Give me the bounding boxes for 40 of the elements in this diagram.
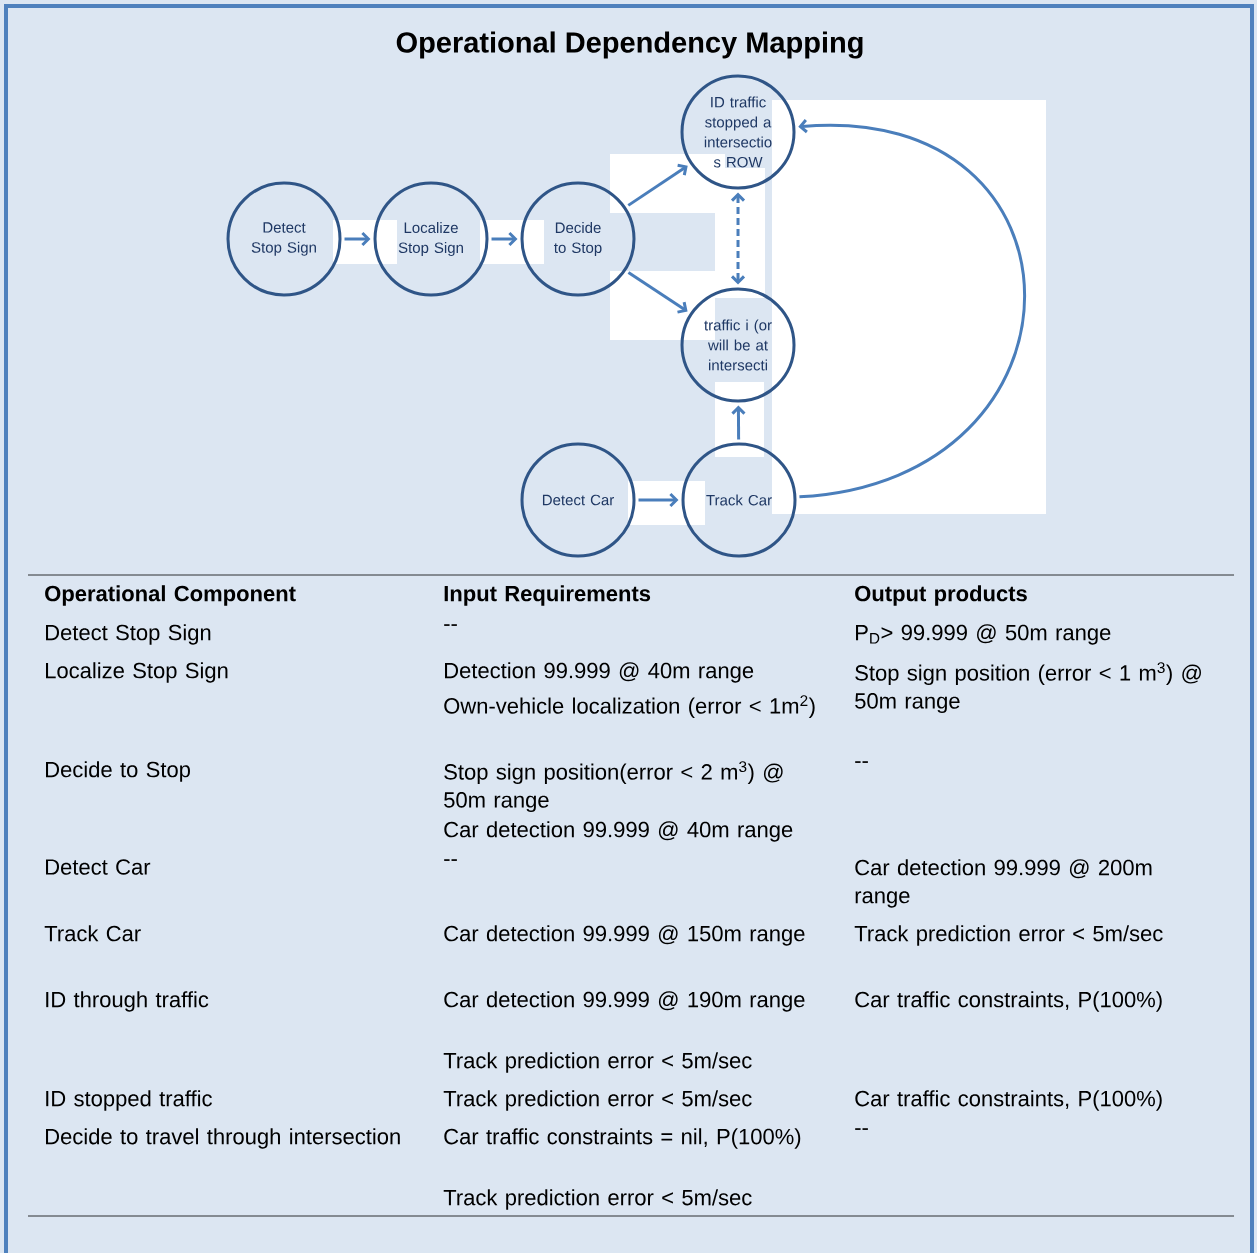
cell-text: Localize Stop Sign [46, 662, 228, 683]
cell-text: Car detection 99.999 @ 150m range [444, 925, 805, 946]
column-header: Input Requirements [444, 585, 651, 606]
arrow [627, 163, 688, 207]
cell-text: Car traffic constraints = nil, P(100%) [444, 1128, 801, 1149]
arrow [731, 405, 746, 440]
cell-text: Car traffic constraints, P(100%) [855, 1090, 1162, 1111]
arrow [638, 492, 679, 508]
cell-text: Car detection 99.999 @ 200m range [855, 859, 1152, 908]
cell-text: Track prediction error < 5m/sec [443, 1189, 752, 1210]
cell-text: Own-vehicle localization (error < 1m$^{2}$) [444, 695, 815, 719]
arrow [798, 119, 1026, 499]
cell-text: Car detection 99.999 @ 40m range [444, 821, 793, 842]
cell-text: Decide to Stop [46, 761, 190, 782]
arrow [730, 192, 746, 285]
cell-text: ID through traffic [46, 991, 209, 1012]
column-header: Operational Component [45, 585, 296, 606]
cell-text: Car traffic constraints, P(100%) [855, 991, 1162, 1012]
cell-text: Detection 99.999 @ 40m range [445, 662, 754, 683]
cell-text: -- [444, 624, 457, 626]
cell-text: Detect Stop Sign [46, 624, 211, 645]
cell-text: -- [855, 1128, 868, 1130]
cell-text: Detect Car [46, 859, 151, 875]
arrow [344, 231, 371, 247]
cell-text: Track prediction error < 5m/sec [443, 1090, 752, 1111]
cell-text: Decide to travel through intersection [46, 1128, 400, 1149]
cell-text: Track prediction error < 5m/sec [443, 1052, 752, 1073]
cell-text: Track prediction error < 5m/sec [854, 925, 1163, 946]
cell-text: -- [444, 859, 457, 861]
column-header: Output products [855, 585, 1027, 606]
cell-text: Stop sign position (error < 1 m$^{3}$) @ 50m range [855, 662, 1201, 714]
cell-text: ID stopped traffic [46, 1090, 212, 1111]
cell-text: -- [855, 761, 868, 763]
cell-text: Track Car [44, 925, 141, 942]
arrow [491, 231, 518, 247]
cell-text: P$_{D}$> 99.999 @ 50m range [856, 624, 1111, 645]
arrow [627, 271, 688, 314]
cell-text: Car detection 99.999 @ 190m range [444, 991, 805, 1012]
cell-text: Stop sign position(error < 2 m$^{3}$) @ 50m range [444, 761, 783, 813]
title: Operational Dependency Mapping [396, 31, 863, 59]
